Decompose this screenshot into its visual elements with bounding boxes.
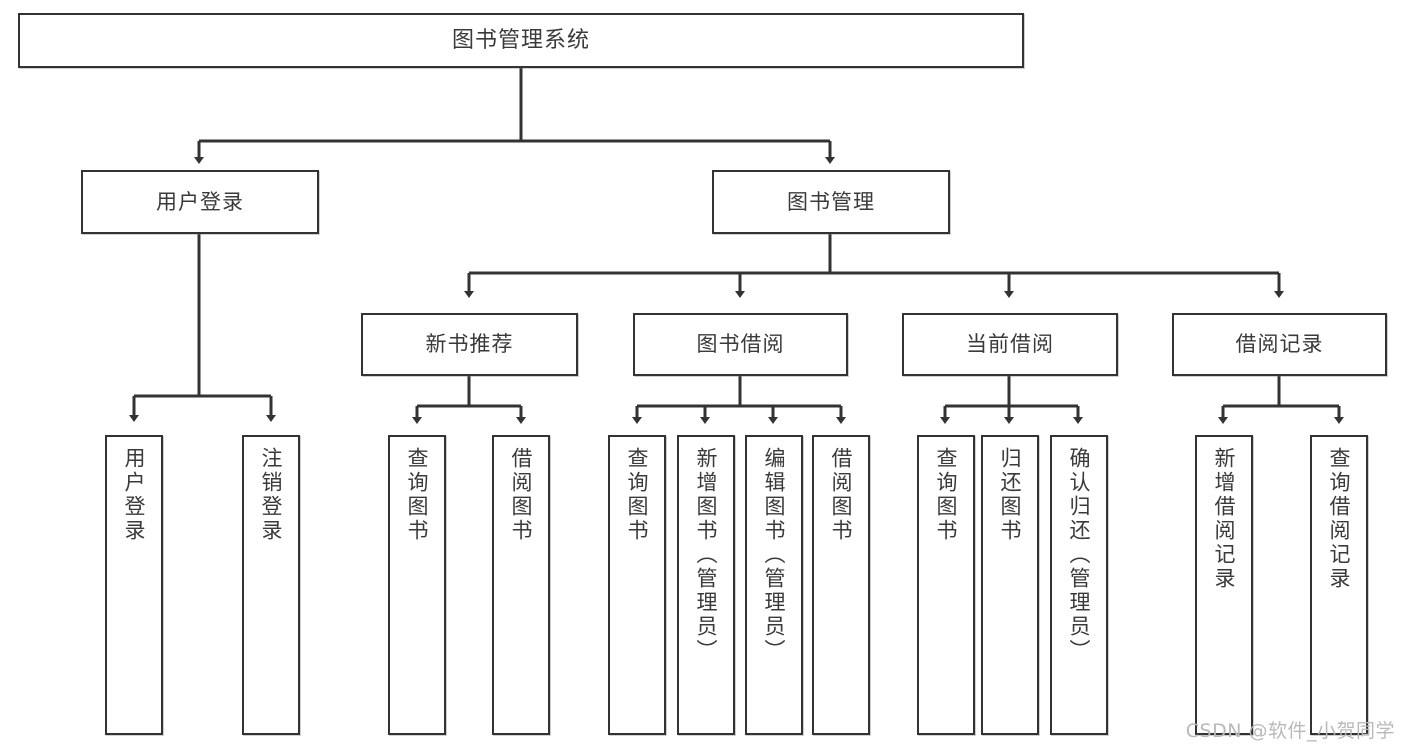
node-label: 借阅记录 [1235,332,1324,357]
node-user-login[interactable]: 用户登录 [81,170,319,234]
node-leaf-query-book-current[interactable]: 查询图书 [917,435,975,735]
node-leaf-add-borrow-record[interactable]: 新增借阅记录 [1195,435,1253,735]
node-leaf-user-login[interactable]: 用户登录 [105,435,163,735]
node-label: 注销登录 [259,447,284,543]
node-label: 查询图书 [934,447,959,543]
node-leaf-add-book-admin[interactable]: 新增图书（管理员） [677,435,735,735]
node-leaf-return-book[interactable]: 归还图书 [981,435,1039,735]
node-book-management[interactable]: 图书管理 [712,170,950,234]
node-leaf-borrow-book-recommend[interactable]: 借阅图书 [492,435,550,735]
node-leaf-query-borrow-record[interactable]: 查询借阅记录 [1310,435,1368,735]
node-label: 归还图书 [998,447,1023,543]
node-label: 查询图书 [405,447,430,543]
node-label: 图书管理 [787,189,875,214]
node-label: 编辑图书（管理员） [762,447,787,663]
node-leaf-logout[interactable]: 注销登录 [242,435,300,735]
node-root-system[interactable]: 图书管理系统 [18,13,1024,68]
node-label: 图书借阅 [696,332,785,357]
node-label: 查询借阅记录 [1327,447,1352,591]
node-leaf-query-book-recommend[interactable]: 查询图书 [388,435,446,735]
node-borrow-record[interactable]: 借阅记录 [1172,313,1387,376]
node-label: 用户登录 [122,447,147,543]
node-leaf-query-book-borrow[interactable]: 查询图书 [608,435,666,735]
node-book-borrow[interactable]: 图书借阅 [633,313,848,376]
node-current-borrow[interactable]: 当前借阅 [902,313,1118,376]
node-label: 新增借阅记录 [1212,447,1237,591]
node-label: 查询图书 [625,447,650,543]
node-label: 借阅图书 [829,447,854,543]
node-label: 当前借阅 [966,332,1054,357]
node-leaf-confirm-return-admin[interactable]: 确认归还（管理员） [1050,435,1108,735]
node-leaf-borrow-book[interactable]: 借阅图书 [812,435,870,735]
node-label: 新增图书（管理员） [694,447,719,663]
node-label: 确认归还（管理员） [1067,447,1092,663]
node-label: 借阅图书 [509,447,534,543]
node-label: 新书推荐 [425,332,514,357]
node-new-book-recommend[interactable]: 新书推荐 [361,313,578,376]
watermark: CSDN @软件_小贺同学 [1185,720,1395,742]
node-label: 用户登录 [156,189,244,214]
node-leaf-edit-book-admin[interactable]: 编辑图书（管理员） [745,435,803,735]
node-label: 图书管理系统 [451,27,590,53]
